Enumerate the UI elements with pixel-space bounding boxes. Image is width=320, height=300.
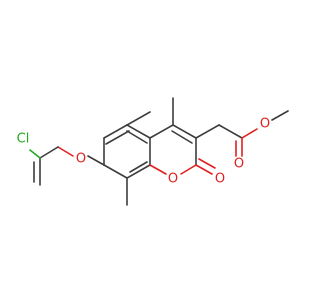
ether-oxygen-atom: O	[76, 152, 86, 167]
bond	[149, 124, 174, 139]
bond-lines	[29, 97, 289, 206]
bond	[171, 130, 193, 144]
bond	[103, 164, 128, 179]
bond	[271, 110, 289, 121]
bond	[126, 130, 148, 144]
chlorine-atom: Cl	[17, 132, 30, 147]
bond	[126, 164, 151, 179]
bond	[180, 164, 197, 175]
bond	[195, 124, 220, 139]
ester-oxygen-atom: O	[260, 117, 270, 132]
bond	[126, 124, 151, 139]
atom-labels: Cl O O O O O	[17, 117, 270, 187]
bond	[198, 158, 216, 169]
bond	[39, 146, 59, 159]
bond	[105, 130, 130, 145]
bond	[57, 146, 74, 157]
bond	[103, 124, 128, 139]
bond	[29, 149, 41, 159]
bond	[172, 124, 197, 139]
bond	[87, 155, 105, 166]
ester-carbonyl-oxygen-atom: O	[234, 157, 244, 172]
bond	[149, 164, 167, 175]
molecule-structure: Cl O O O O O	[17, 97, 289, 206]
ring-oxygen-atom: O	[168, 172, 178, 187]
bond	[195, 164, 213, 175]
bond	[129, 161, 148, 173]
carbonyl-oxygen-atom: O	[215, 172, 225, 187]
bond	[241, 128, 258, 139]
bond	[218, 124, 243, 139]
bond	[126, 111, 151, 126]
